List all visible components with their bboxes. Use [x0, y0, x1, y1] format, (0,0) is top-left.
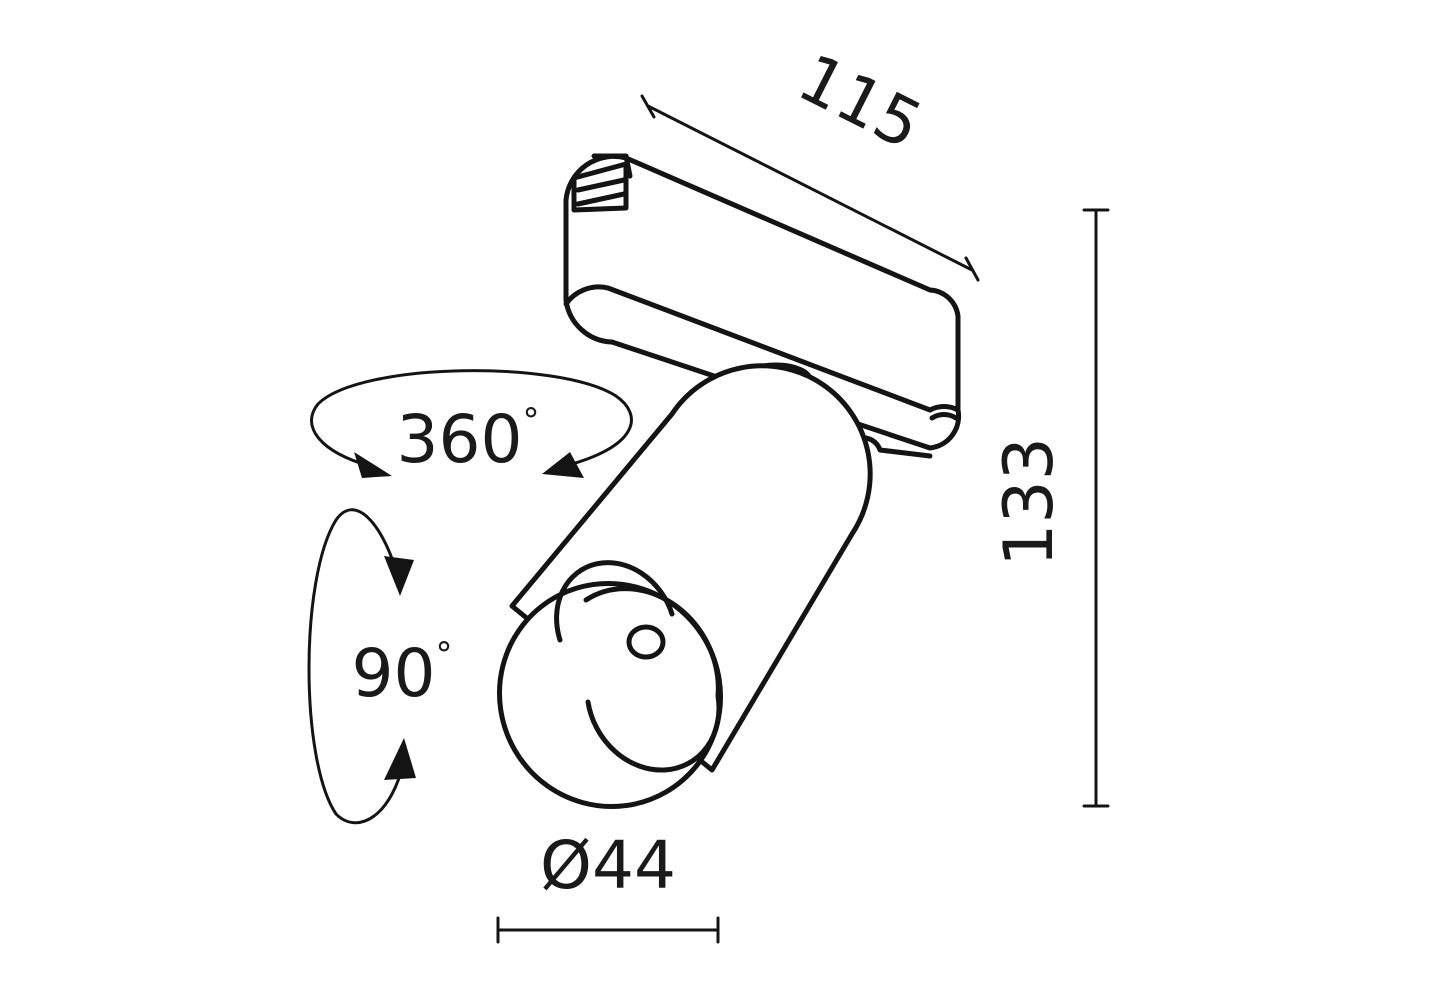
spotlight-reflector-lip — [554, 560, 675, 643]
vertical-tilt-indicator: 90° — [307, 508, 453, 825]
rotation-360-arrow-left — [354, 452, 392, 478]
rotation-360-label: 360° — [397, 401, 540, 478]
horizontal-rotation-indicator: 360° — [310, 369, 633, 478]
height-dimension: 133 — [990, 208, 1110, 808]
adapter-clip-slot-1 — [575, 177, 627, 193]
rotation-90-arc — [307, 508, 406, 825]
diameter-dimension: Ø44 — [496, 827, 720, 944]
length-tick-right — [964, 256, 980, 282]
rotation-90-label: 90° — [352, 635, 453, 712]
diameter-label: Ø44 — [540, 827, 676, 904]
adapter-bottom-edge — [563, 284, 961, 413]
spotlight-inner-reflector — [583, 586, 722, 773]
rotation-360-arrow-right — [542, 452, 584, 478]
spotlight-head — [496, 363, 873, 810]
length-tick-left — [640, 94, 656, 119]
rotation-90-arrow-top — [384, 556, 414, 596]
rotation-90-arrow-bottom — [384, 738, 416, 780]
adapter-clip-top — [591, 153, 633, 179]
adapter-clip-slot-2 — [575, 191, 627, 207]
length-dimension-line — [646, 104, 974, 272]
adapter-end-curve — [929, 412, 959, 421]
adapter-housing — [563, 153, 962, 451]
length-label: 115 — [787, 39, 934, 165]
height-label: 133 — [990, 437, 1069, 567]
spotlight-lens — [626, 624, 666, 660]
rotation-360-arc — [310, 369, 633, 468]
